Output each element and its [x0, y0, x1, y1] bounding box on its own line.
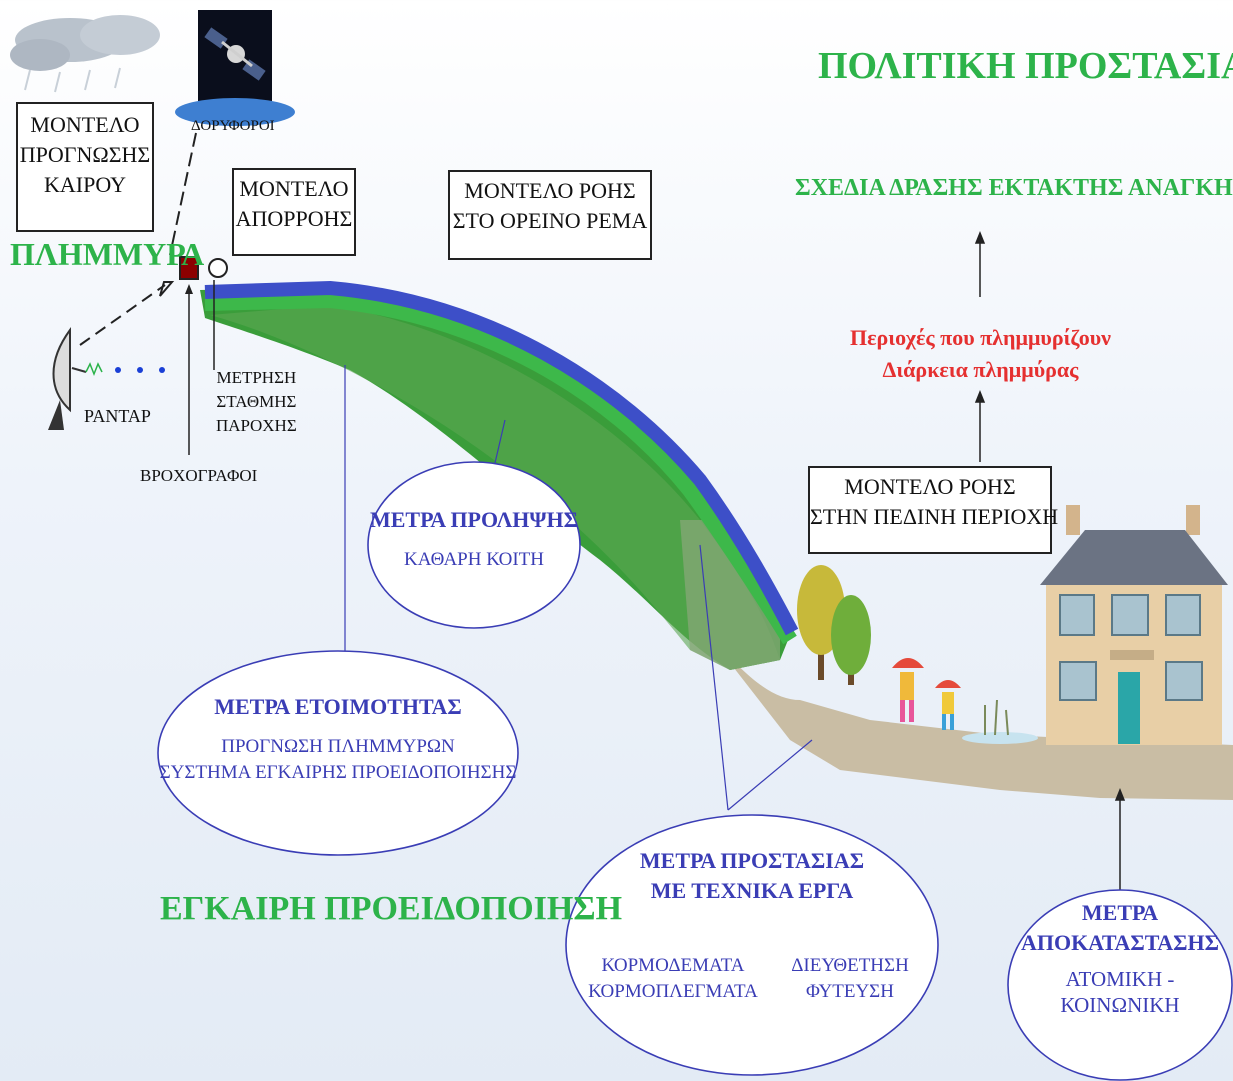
readiness-measures-ellipse	[157, 650, 519, 856]
box-line: ΚΑΙΡΟΥ	[43, 172, 127, 197]
satellites-label: ΔΟΡΥΦΟΡΟΙ	[191, 118, 275, 134]
early-warning-title: ΕΓΚΑΙΡΗ ΠΡΟΕΙΔΟΠΟΙΗΣΗ	[160, 890, 623, 927]
rain-cloud-icon	[10, 15, 160, 93]
restoration-measures-ellipse	[1007, 889, 1233, 1081]
prevention-measures-title: ΜΕΤΡΑ ΠΡΟΛΗΨΗΣ	[369, 507, 579, 532]
radar-label: ΡΑΝΤΑΡ	[84, 406, 151, 426]
box-line: ΜΟΝΤΕΛΟ	[239, 176, 349, 201]
measurement-line: ΣΤΑΘΜΗΣ	[216, 392, 297, 411]
box-line: ΜΟΝΤΕΛΟ ΡΟΗΣ	[844, 474, 1016, 499]
measurement-label: ΜΕΤΡΗΣΗ ΣΤΑΘΜΗΣ ΠΑΡΟΧΗΣ	[216, 366, 297, 438]
flood-info-line: Διάρκεια πλημμύρας	[882, 357, 1079, 382]
civil-protection-title: ΠΟΛΙΤΙΚΗ ΠΡΟΣΤΑΣΙΑ	[818, 45, 1233, 87]
weather-forecast-model-box: ΜΟΝΤΕΛΟ ΠΡΟΓΝΩΣΗΣ ΚΑΙΡΟΥ	[16, 102, 154, 232]
protection-item: ΔΙΕΥΘΕΤΗΣΗ	[791, 955, 909, 976]
flood-info-line: Περιοχές που πλημμυρίζουν	[849, 325, 1112, 350]
runoff-model-box: ΜΟΝΤΕΛΟ ΑΠΟΡΡΟΗΣ	[232, 168, 356, 256]
protection-item: ΚΟΡΜΟΔΕΜΑΤΑ	[601, 955, 745, 976]
measurement-station-icon	[208, 258, 228, 278]
water-stream	[204, 280, 799, 636]
mountain-stream-flow-model-box: ΜΟΝΤΕΛΟ ΡΟΗΣ ΣΤΟ ΟΡΕΙΝΟ ΡΕΜΑ	[448, 170, 652, 260]
restoration-measures-body: ΑΤΟΜΙΚΗ -	[1065, 967, 1175, 991]
restoration-measures-text: ΜΕΤΡΑ ΑΠΟΚΑΤΑΣΤΑΣΗΣ ΑΤΟΜΙΚΗ - ΚΟΙΝΩΝΙΚΗ	[1008, 898, 1232, 1018]
box-line: ΣΤΟ ΟΡΕΙΝΟ ΡΕΜΑ	[452, 208, 648, 233]
flood-info-text: Περιοχές που πλημμυρίζουν Διάρκεια πλημμ…	[838, 322, 1123, 386]
prevention-measures-ellipse	[367, 461, 581, 629]
rain-gauge-icon	[179, 256, 199, 280]
prevention-measures-body: ΚΑΘΑΡΗ ΚΟΙΤΗ	[403, 549, 545, 570]
rain-gauges-label: ΒΡΟΧΟΓΡΑΦΟΙ	[140, 466, 258, 485]
box-line: ΠΡΟΓΝΩΣΗΣ	[19, 142, 151, 167]
measurement-line: ΜΕΤΡΗΣΗ	[216, 368, 297, 387]
arrow-head-icon	[159, 281, 175, 297]
emergency-plans-title: ΣΧΕΔΙΑ ΔΡΑΣΗΣ ΕΚΤΑΚΤΗΣ ΑΝΑΓΚΗΣ	[795, 175, 1233, 201]
restoration-measures-title: ΑΠΟΚΑΤΑΣΤΑΣΗΣ	[1020, 930, 1220, 955]
readiness-measures-body: ΣΥΣΤΗΜΑ ΕΓΚΑΙΡΗΣ ΠΡΟΕΙΔΟΠΟΙΗΣΗΣ	[159, 762, 517, 783]
readiness-measures-title: ΜΕΤΡΑ ΕΤΟΙΜΟΤΗΤΑΣ	[214, 694, 462, 719]
restoration-measures-title: ΜΕΤΡΑ	[1081, 900, 1159, 925]
box-line: ΑΠΟΡΡΟΗΣ	[235, 206, 353, 231]
restoration-measures-body: ΚΟΙΝΩΝΙΚΗ	[1060, 993, 1180, 1017]
reeds-icon	[962, 699, 1038, 744]
tree-icon	[797, 565, 871, 685]
house-icon	[1040, 505, 1228, 745]
protection-item: ΚΟΡΜΟΠΛΕΓΜΑΤΑ	[588, 981, 758, 1002]
prevention-measures-text: ΜΕΤΡΑ ΠΡΟΛΗΨΗΣ ΚΑΘΑΡΗ ΚΟΙΤΗ	[368, 505, 580, 573]
grass-stripe	[204, 291, 797, 645]
protection-measures-title: ΜΕΤΡΑ ΠΡΟΣΤΑΣΙΑΣ	[639, 848, 865, 873]
box-line: ΜΟΝΤΕΛΟ	[30, 112, 140, 137]
protection-measures-ellipse	[565, 814, 939, 1076]
readiness-measures-text: ΜΕΤΡΑ ΕΤΟΙΜΟΤΗΤΑΣ ΠΡΟΓΝΩΣΗ ΠΛΗΜΜΥΡΩΝ ΣΥΣ…	[158, 692, 518, 786]
protection-measures-right: ΔΙΕΥΘΕΤΗΣΗ ΦΥΤΕΥΣΗ	[780, 953, 920, 1005]
protection-item: ΦΥΤΕΥΣΗ	[806, 981, 894, 1002]
people-with-umbrellas-icon	[892, 658, 961, 730]
satellite-icon	[175, 10, 295, 126]
box-line: ΣΤΗΝ ΠΕΔΙΝΗ ΠΕΡΙΟΧΗ	[810, 504, 1059, 529]
radar-dish-icon	[48, 326, 165, 430]
protection-measures-text: ΜΕΤΡΑ ΠΡΟΣΤΑΣΙΑΣ ΜΕ ΤΕΧΝΙΚΑ ΕΡΓΑ	[566, 846, 938, 906]
box-line: ΜΟΝΤΕΛΟ ΡΟΗΣ	[464, 178, 636, 203]
lowland-flow-model-box: ΜΟΝΤΕΛΟ ΡΟΗΣ ΣΤΗΝ ΠΕΔΙΝΗ ΠΕΡΙΟΧΗ	[808, 466, 1059, 554]
flood-title: ΠΛΗΜΜΥΡΑ	[10, 236, 205, 272]
protection-measures-left: ΚΟΡΜΟΔΕΜΑΤΑ ΚΟΡΜΟΠΛΕΓΜΑΤΑ	[588, 953, 758, 1005]
protection-measures-title: ΜΕ ΤΕΧΝΙΚΑ ΕΡΓΑ	[650, 878, 854, 903]
measurement-line: ΠΑΡΟΧΗΣ	[216, 416, 297, 435]
readiness-measures-body: ΠΡΟΓΝΩΣΗ ΠΛΗΜΜΥΡΩΝ	[221, 736, 455, 757]
